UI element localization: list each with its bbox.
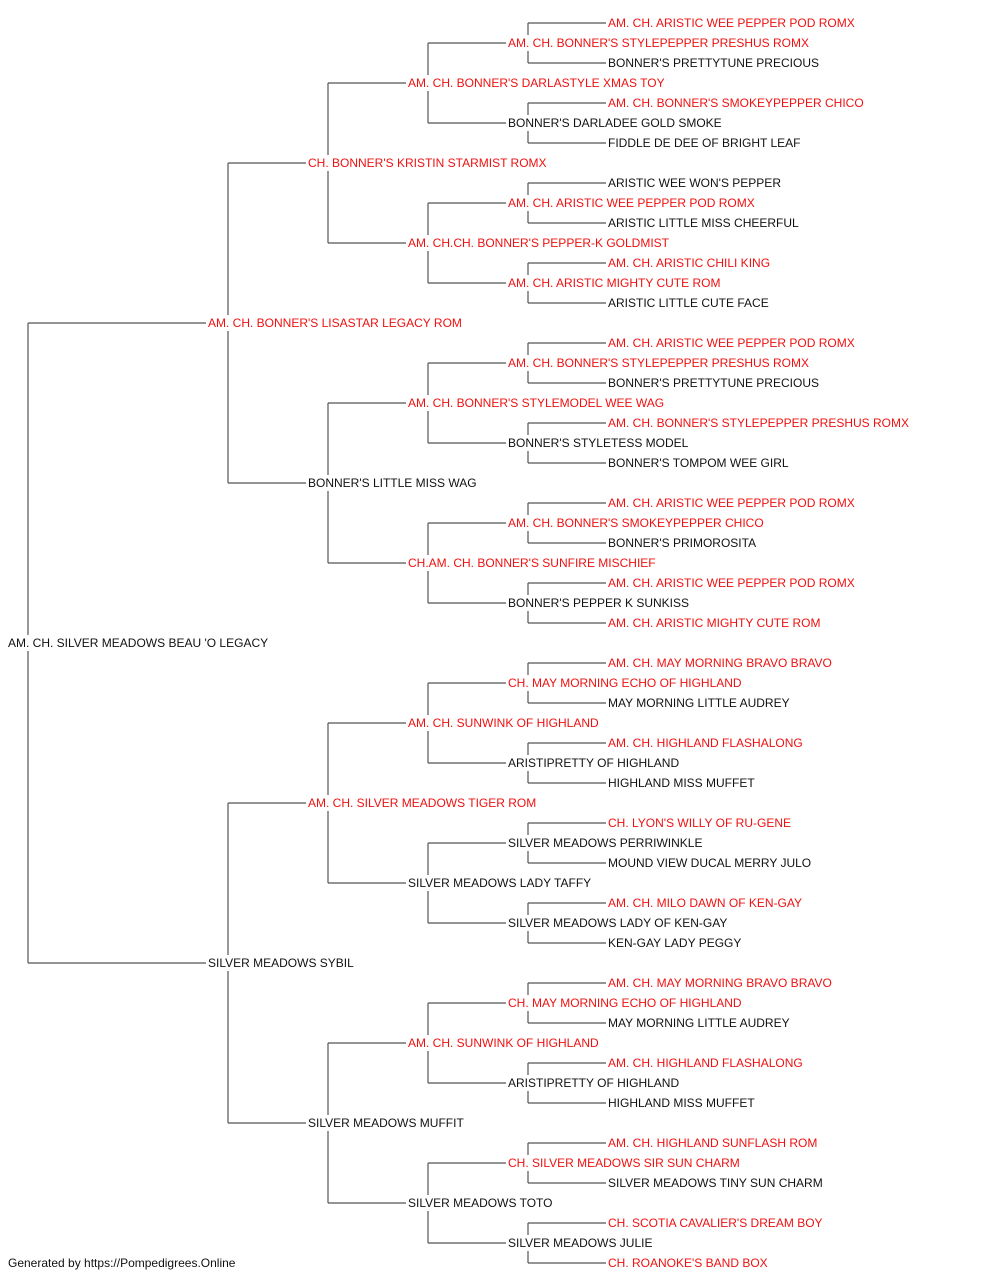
dog-dam-sire-dam: SILVER MEADOWS LADY TAFFY bbox=[408, 876, 591, 890]
footer-credit: Generated by https://Pompedigrees.Online bbox=[8, 1256, 236, 1270]
dog-dam-dam-sire-sire-sire: AM. CH. MAY MORNING BRAVO BRAVO bbox=[608, 976, 832, 990]
dog-dam-dam-dam: SILVER MEADOWS TOTO bbox=[408, 1196, 552, 1210]
dog-sire-dam-sire-dam-sire: AM. CH. BONNER'S STYLEPEPPER PRESHUS ROM… bbox=[608, 416, 909, 430]
dog-sire-dam-dam-sire-sire: AM. CH. ARISTIC WEE PEPPER POD ROMX bbox=[608, 496, 855, 510]
dog-sire-dam-dam-sire: AM. CH. BONNER'S SMOKEYPEPPER CHICO bbox=[508, 516, 764, 530]
dog-sire: AM. CH. BONNER'S LISASTAR LEGACY ROM bbox=[208, 316, 462, 330]
dog-dam-sire: AM. CH. SILVER MEADOWS TIGER ROM bbox=[308, 796, 536, 810]
dog-sire-sire-sire-dam-dam: FIDDLE DE DEE OF BRIGHT LEAF bbox=[608, 136, 800, 150]
dog-sire-dam-sire-dam: BONNER'S STYLETESS MODEL bbox=[508, 436, 689, 450]
dog-sire-dam-dam: CH.AM. CH. BONNER'S SUNFIRE MISCHIEF bbox=[408, 556, 656, 570]
dog-sire-dam-dam-sire-dam: BONNER'S PRIMOROSITA bbox=[608, 536, 756, 550]
dog-dam-dam-sire-sire: CH. MAY MORNING ECHO OF HIGHLAND bbox=[508, 996, 742, 1010]
dog-sire-sire-dam-sire-sire: ARISTIC WEE WON'S PEPPER bbox=[608, 176, 781, 190]
dog-dam-dam-dam-sire-sire: AM. CH. HIGHLAND SUNFLASH ROM bbox=[608, 1136, 817, 1150]
dog: AM. CH. SILVER MEADOWS BEAU 'O LEGACY bbox=[8, 636, 268, 650]
dog-dam-sire-dam-dam-sire: AM. CH. MILO DAWN OF KEN-GAY bbox=[608, 896, 802, 910]
dog-sire-dam-sire-sire-dam: BONNER'S PRETTYTUNE PRECIOUS bbox=[608, 376, 819, 390]
dog-dam-sire-sire-sire-dam: MAY MORNING LITTLE AUDREY bbox=[608, 696, 790, 710]
dog-sire-dam-dam-dam-sire: AM. CH. ARISTIC WEE PEPPER POD ROMX bbox=[608, 576, 855, 590]
dog-sire-sire-sire: AM. CH. BONNER'S DARLASTYLE XMAS TOY bbox=[408, 76, 665, 90]
dog-dam-dam-sire-dam-dam: HIGHLAND MISS MUFFET bbox=[608, 1096, 755, 1110]
dog-dam-sire-sire-dam-dam: HIGHLAND MISS MUFFET bbox=[608, 776, 755, 790]
dog-sire-sire-dam-dam: AM. CH. ARISTIC MIGHTY CUTE ROM bbox=[508, 276, 720, 290]
dog-sire-sire-sire-sire-sire: AM. CH. ARISTIC WEE PEPPER POD ROMX bbox=[608, 16, 855, 30]
dog-dam-sire-sire-dam-sire: AM. CH. HIGHLAND FLASHALONG bbox=[608, 736, 803, 750]
dog-sire-dam-sire: AM. CH. BONNER'S STYLEMODEL WEE WAG bbox=[408, 396, 664, 410]
dog-sire-sire-sire-dam: BONNER'S DARLADEE GOLD SMOKE bbox=[508, 116, 722, 130]
dog-sire-sire-dam: AM. CH.CH. BONNER'S PEPPER-K GOLDMIST bbox=[408, 236, 670, 250]
dog-dam-sire-sire-sire: CH. MAY MORNING ECHO OF HIGHLAND bbox=[508, 676, 742, 690]
dog-dam-dam: SILVER MEADOWS MUFFIT bbox=[308, 1116, 464, 1130]
dog-dam-dam-dam-dam-sire: CH. SCOTIA CAVALIER'S DREAM BOY bbox=[608, 1216, 823, 1230]
dog-sire-sire-sire-dam-sire: AM. CH. BONNER'S SMOKEYPEPPER CHICO bbox=[608, 96, 864, 110]
dog-dam-sire-sire: AM. CH. SUNWINK OF HIGHLAND bbox=[408, 716, 599, 730]
dog-sire-sire-dam-dam-dam: ARISTIC LITTLE CUTE FACE bbox=[608, 296, 769, 310]
dog-dam-dam-dam-sire: CH. SILVER MEADOWS SIR SUN CHARM bbox=[508, 1156, 740, 1170]
dog-sire-sire-dam-sire: AM. CH. ARISTIC WEE PEPPER POD ROMX bbox=[508, 196, 755, 210]
dog-dam-sire-dam-sire-dam: MOUND VIEW DUCAL MERRY JULO bbox=[608, 856, 811, 870]
dog-sire-sire-dam-sire-dam: ARISTIC LITTLE MISS CHEERFUL bbox=[608, 216, 799, 230]
dog-dam-sire-sire-sire-sire: AM. CH. MAY MORNING BRAVO BRAVO bbox=[608, 656, 832, 670]
dog-dam-dam-sire-sire-dam: MAY MORNING LITTLE AUDREY bbox=[608, 1016, 790, 1030]
dog-dam-dam-dam-dam: SILVER MEADOWS JULIE bbox=[508, 1236, 652, 1250]
dog-sire-dam: BONNER'S LITTLE MISS WAG bbox=[308, 476, 477, 490]
dog-dam-sire-sire-dam: ARISTIPRETTY OF HIGHLAND bbox=[508, 756, 679, 770]
dog-dam: SILVER MEADOWS SYBIL bbox=[208, 956, 354, 970]
dog-sire-sire: CH. BONNER'S KRISTIN STARMIST ROMX bbox=[308, 156, 547, 170]
dog-sire-sire-sire-sire: AM. CH. BONNER'S STYLEPEPPER PRESHUS ROM… bbox=[508, 36, 809, 50]
dog-sire-dam-sire-sire-sire: AM. CH. ARISTIC WEE PEPPER POD ROMX bbox=[608, 336, 855, 350]
dog-dam-dam-dam-dam-dam: CH. ROANOKE'S BAND BOX bbox=[608, 1256, 768, 1270]
dog-sire-dam-sire-sire: AM. CH. BONNER'S STYLEPEPPER PRESHUS ROM… bbox=[508, 356, 809, 370]
dog-sire-dam-sire-dam-dam: BONNER'S TOMPOM WEE GIRL bbox=[608, 456, 789, 470]
dog-dam-sire-dam-dam: SILVER MEADOWS LADY OF KEN-GAY bbox=[508, 916, 727, 930]
dog-sire-sire-sire-sire-dam: BONNER'S PRETTYTUNE PRECIOUS bbox=[608, 56, 819, 70]
dog-dam-dam-sire-dam-sire: AM. CH. HIGHLAND FLASHALONG bbox=[608, 1056, 803, 1070]
dog-dam-dam-sire-dam: ARISTIPRETTY OF HIGHLAND bbox=[508, 1076, 679, 1090]
dog-dam-sire-dam-dam-dam: KEN-GAY LADY PEGGY bbox=[608, 936, 741, 950]
dog-sire-dam-dam-dam-dam: AM. CH. ARISTIC MIGHTY CUTE ROM bbox=[608, 616, 820, 630]
dog-dam-sire-dam-sire-sire: CH. LYON'S WILLY OF RU-GENE bbox=[608, 816, 791, 830]
dog-dam-sire-dam-sire: SILVER MEADOWS PERRIWINKLE bbox=[508, 836, 702, 850]
dog-dam-dam-dam-sire-dam: SILVER MEADOWS TINY SUN CHARM bbox=[608, 1176, 823, 1190]
dog-dam-dam-sire: AM. CH. SUNWINK OF HIGHLAND bbox=[408, 1036, 599, 1050]
dog-sire-dam-dam-dam: BONNER'S PEPPER K SUNKISS bbox=[508, 596, 689, 610]
dog-sire-sire-dam-dam-sire: AM. CH. ARISTIC CHILI KING bbox=[608, 256, 770, 270]
